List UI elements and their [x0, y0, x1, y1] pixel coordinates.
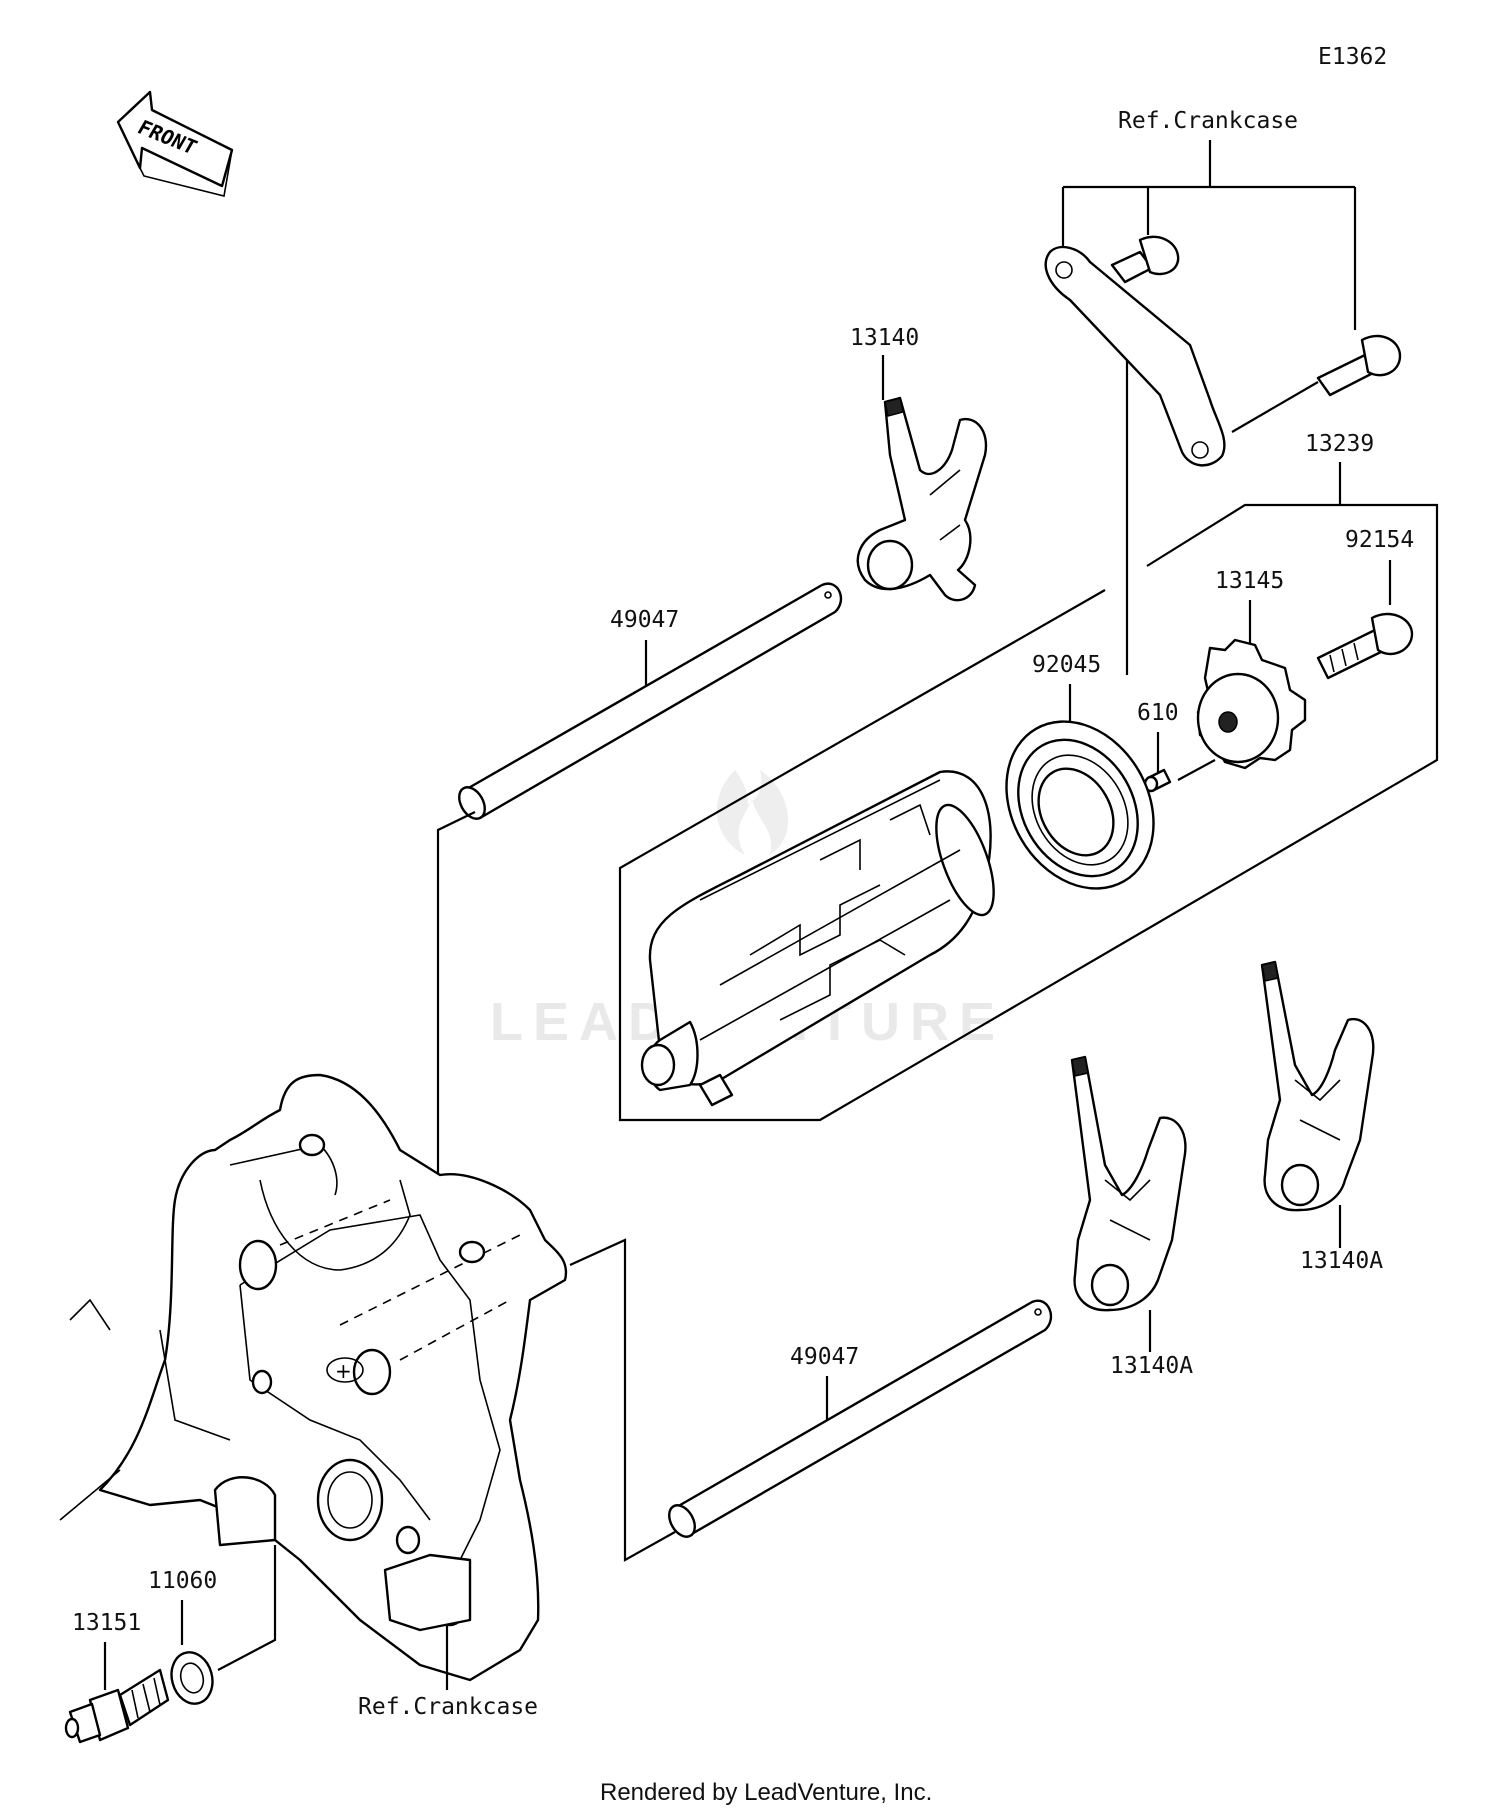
shift-fork-13140A-left: [1070, 1055, 1187, 1312]
part-number-610: 610: [1137, 700, 1179, 726]
crankcase-leader-lower: [569, 1238, 676, 1562]
neutral-switch-13151: [64, 1668, 170, 1744]
bolt-icon: [1110, 235, 1180, 284]
footer-credit: Rendered by LeadVenture, Inc.: [600, 1779, 932, 1806]
part-number-13239: 13239: [1305, 431, 1374, 457]
part-number-13140: 13140: [850, 325, 919, 351]
bolt-icon: [1316, 612, 1414, 680]
ref-crankcase-bottom-label: Ref.Crankcase: [358, 1694, 538, 1720]
part-number-92045: 92045: [1032, 652, 1101, 678]
part-number-92154: 92154: [1345, 527, 1414, 553]
svg-text:+: +: [335, 1359, 352, 1383]
part-number-49047-lower: 49047: [790, 1344, 859, 1370]
bolt-icon: [1316, 334, 1402, 397]
shift-rod-upper: [458, 582, 843, 820]
front-arrow-icon: FRONT: [116, 90, 234, 197]
shift-drum: [640, 770, 995, 1107]
part-number-11060: 11060: [148, 1568, 217, 1594]
part-number-13145: 13145: [1215, 568, 1284, 594]
part-number-13151: 13151: [72, 1610, 141, 1636]
shift-rod-lower: [668, 1299, 1053, 1538]
shift-fork-13140A-right: [1260, 960, 1375, 1212]
crankcase-body: +: [59, 1073, 568, 1682]
pin-610: [1143, 759, 1216, 793]
part-number-49047-upper: 49047: [610, 607, 679, 633]
washer-11060: [170, 1651, 214, 1705]
shift-drum-cam-13145: [1196, 638, 1307, 770]
ref-crankcase-top-leader: [1061, 140, 1357, 675]
kit-13239-outline: [618, 503, 1439, 1122]
part-number-13140A-left: 13140A: [1110, 1353, 1193, 1379]
bearing-92045: [1005, 720, 1155, 890]
stopper-lever: [1044, 245, 1319, 467]
crankcase-leader-upper: [436, 811, 476, 1175]
ref-crankcase-top-label: Ref.Crankcase: [1118, 108, 1298, 134]
part-number-13140A-right: 13140A: [1300, 1248, 1383, 1274]
shift-fork-13140: [856, 396, 988, 602]
diagram-code: E1362: [1318, 44, 1387, 70]
